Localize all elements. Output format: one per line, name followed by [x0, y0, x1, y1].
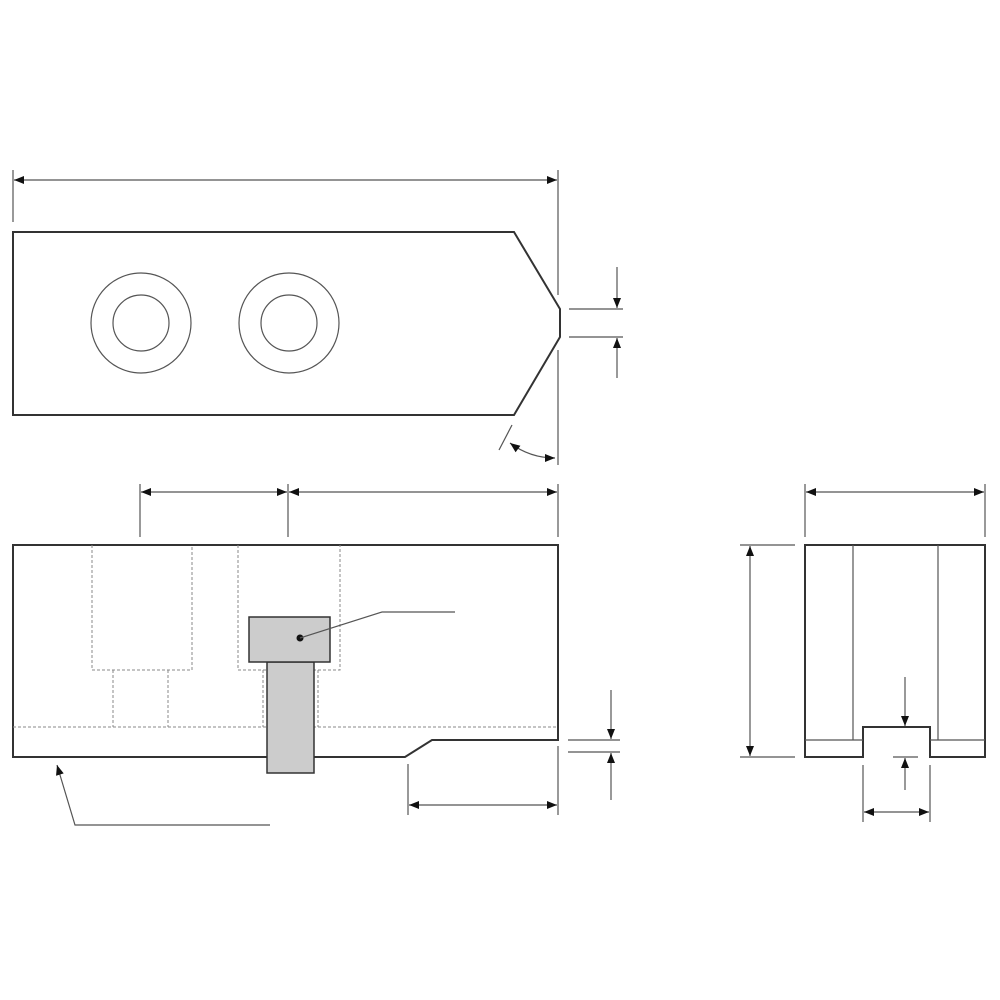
bolt-leader	[296, 611, 455, 642]
overall-length-dimension	[12, 170, 559, 465]
chamfer-angle-dimension	[498, 424, 556, 462]
front-view	[12, 484, 620, 826]
front-view-outline	[12, 544, 559, 758]
step-height-dimension	[568, 690, 620, 800]
step-length-dimension	[407, 746, 559, 815]
tip-flat-dimension	[569, 267, 623, 378]
serration-leader	[56, 764, 270, 826]
slot-width-dimension	[862, 765, 931, 822]
top-view-outline	[12, 231, 561, 416]
bolt-shank	[266, 661, 315, 774]
width-dimension	[804, 484, 986, 537]
counterbore-circle	[90, 272, 192, 374]
height-dimension	[740, 544, 795, 758]
bolt-hole-circle	[112, 294, 170, 352]
slot-depth-dimension	[893, 677, 918, 790]
side-view-outline	[804, 544, 986, 758]
top-view	[12, 170, 623, 465]
hidden-counterbore	[91, 545, 193, 727]
bolt-head	[248, 616, 331, 663]
bolt-hole-circle	[260, 294, 318, 352]
counterbore-circle	[238, 272, 340, 374]
hole-spacing-dimension	[139, 484, 559, 537]
side-view	[740, 484, 986, 822]
